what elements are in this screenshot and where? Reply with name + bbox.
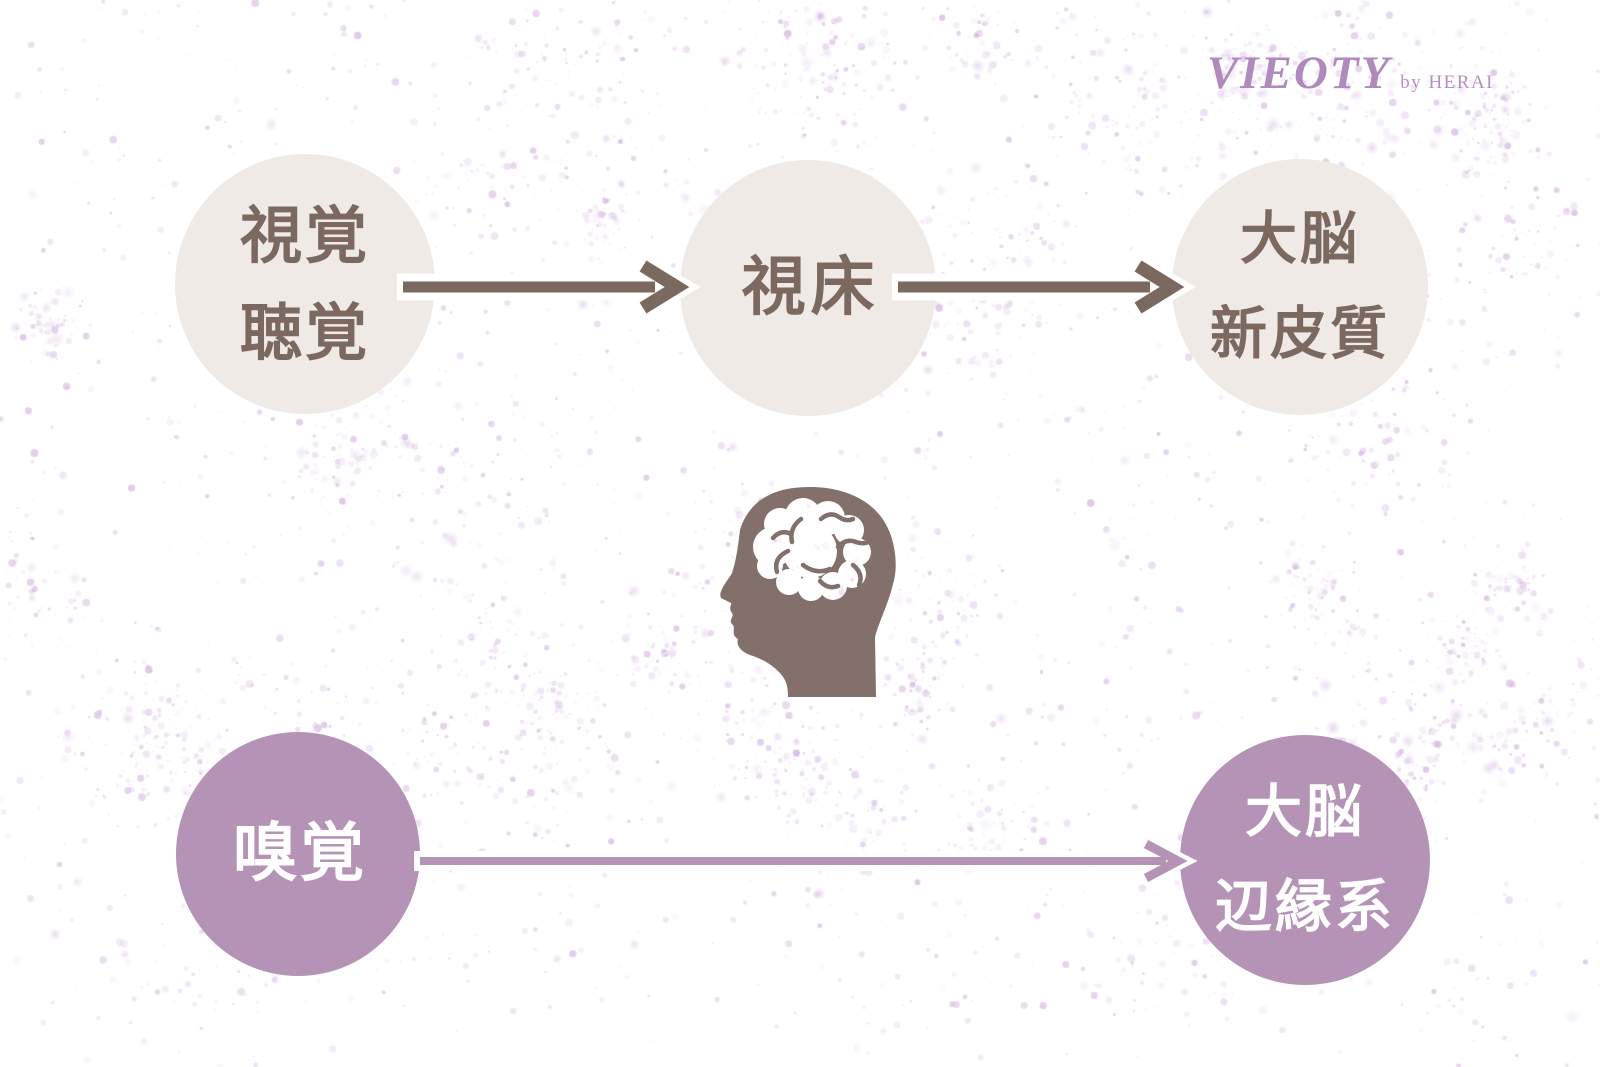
node-cerebral-neocortex: 大脳 新皮質	[1172, 159, 1428, 415]
brand-logo: VIEOTY by HERAI	[1207, 50, 1494, 97]
node-thalamus: 視床	[680, 160, 936, 416]
brain-folds	[770, 512, 873, 590]
node-visual-auditory: 視覚 聴覚	[175, 154, 435, 414]
node-olfactory: 嗅覚	[176, 732, 420, 976]
node-label-line: 嗅覚	[233, 817, 367, 891]
node-label-line: 視覚	[239, 199, 370, 272]
node-label-line: 視床	[741, 251, 880, 325]
node-label-line: 大脳	[1240, 206, 1360, 272]
node-label-line: 大脳	[1245, 779, 1365, 845]
arrow-right-icon	[414, 834, 1198, 888]
node-label-line: 新皮質	[1210, 301, 1390, 367]
node-limbic-system: 大脳 辺縁系	[1180, 735, 1430, 985]
arrow-right-icon	[892, 255, 1196, 319]
node-label-line: 聴覚	[239, 296, 370, 369]
head-brain-icon	[720, 487, 896, 697]
node-label-line: 辺縁系	[1215, 874, 1395, 940]
brand-byline: by HERAI	[1400, 72, 1494, 93]
arrow-right-icon	[397, 255, 701, 319]
brand-name: VIEOTY	[1206, 47, 1392, 99]
